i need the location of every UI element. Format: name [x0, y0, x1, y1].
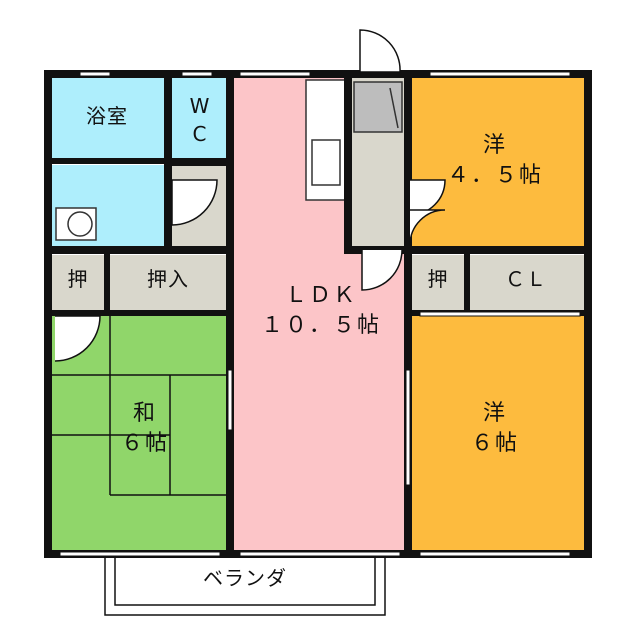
yoshitsu-ne-label-1: 洋 [482, 133, 507, 158]
east-closet-label: 押 [427, 267, 449, 291]
yoshitsu-se-label-2: ６帖 [470, 431, 519, 456]
kitchen-counter [305, 79, 347, 201]
yoshitsu-se-label-1: 洋 [482, 401, 507, 426]
west-closet-2-room [110, 255, 230, 310]
cl-label: ＣＬ [505, 267, 547, 291]
yoshitsu-se-room [410, 315, 585, 555]
wc-label-1: W [189, 94, 211, 118]
west-closet-room [50, 255, 105, 310]
shoe-cabinet [353, 81, 403, 133]
wc-label-2: C [192, 122, 208, 146]
yoshitsu-ne-label-2: ４．５帖 [446, 163, 543, 188]
ldk-label-2: １０．５帖 [260, 313, 381, 338]
west-closet-label: 押 [67, 267, 89, 291]
veranda-label: ベランダ [203, 566, 287, 590]
washbasin [55, 207, 97, 241]
tatami-lines [50, 315, 230, 496]
bath-room [50, 75, 165, 160]
veranda-rail [104, 558, 386, 616]
east-closet-room [410, 255, 465, 310]
wc-room [170, 75, 230, 160]
doors [54, 29, 446, 362]
yoshitsu-ne-room [410, 75, 585, 250]
bath-label: 浴室 [86, 104, 128, 128]
ldk-label-1: ＬＤＫ [284, 283, 357, 308]
washitsu-label-1: 和 [132, 401, 157, 426]
west-closet-2-label: 押入 [147, 267, 189, 291]
washitsu-label-2: ６帖 [120, 431, 169, 456]
cl-room [470, 255, 585, 310]
windows [59, 71, 581, 557]
